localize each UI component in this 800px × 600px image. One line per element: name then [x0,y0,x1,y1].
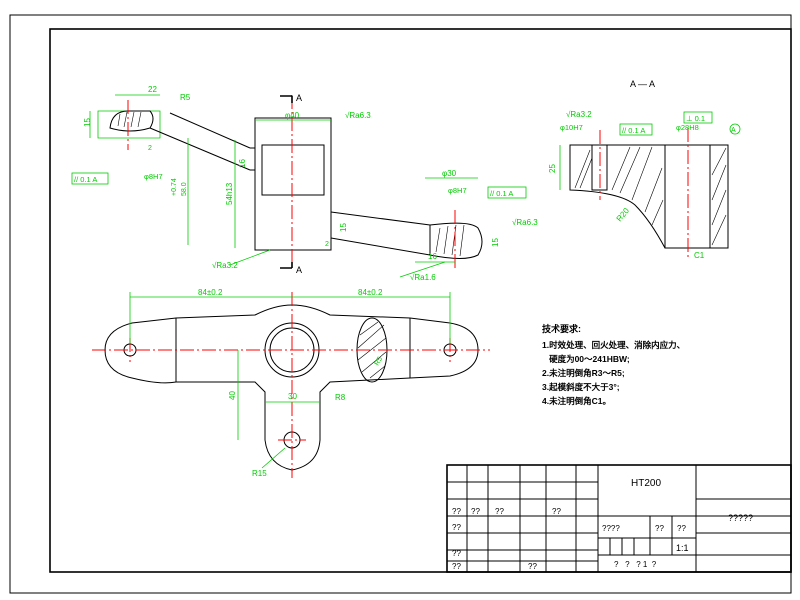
tb-cell: ?? [677,524,686,533]
cut-label-bottom: A [296,265,302,275]
section-bore-dim: φ10H7 [560,123,583,132]
dim-2-mid: 2 [325,241,329,248]
dim-22: 22 [148,85,157,94]
tb-cell: ? ? ? 1 ? [614,560,657,569]
note-2: 2.未注明倒角R3～R5; [542,368,625,378]
tb-cell: ?? [495,507,504,516]
section-label: A — A [630,79,655,89]
bore-right-dim: φ8H7 [448,186,467,195]
technical-notes: 技术要求: 1.时效处理、回火处理、消除内应力、 硬度为00～241HBW; 2… [542,323,685,406]
section-perp: ⊥ 0.1 [686,114,705,123]
note-1: 1.时效处理、回火处理、消除内应力、 [542,340,685,350]
roughness-bottom-right: √Ra1.6 [410,273,436,282]
tolerance-frame-left [71,172,109,185]
tolerance-left: // 0.1 A [74,175,97,184]
dim-2: 2 [148,145,152,152]
tolerance-right: // 0.1 A [490,189,513,198]
tb-cell: ???? [602,524,620,533]
dim-54h13: 54h13 [225,182,234,205]
left-boss-dim-box [97,110,161,139]
dim-tol-074: +0.74 [171,178,178,196]
roughness-top: √Ra6.3 [345,111,371,120]
note-3: 3.起模斜度不大于3°; [542,382,620,392]
note-4: 4.未注明倒角C1。 [542,396,611,406]
note-1b: 硬度为00～241HBW; [542,354,630,364]
section-roughness: √Ra3.2 [566,110,592,119]
dim-84-left: 84±0.2 [198,288,223,297]
dim-58: 58.0 [181,182,188,196]
tb-cell: ?? [471,507,480,516]
title-block: HT200 ????? 1:1 ?? ?? ?? ?? ?? ?? ?? ?? … [446,464,792,573]
scale: 1:1 [676,543,689,553]
dim-40: 40 [228,391,237,400]
section-tolerance-frame [619,123,653,136]
right-arm [330,211,431,256]
outer-frame [9,14,792,594]
tb-cell: ?? [552,507,561,516]
inner-frame [49,28,792,573]
dim-r8: R8 [335,393,346,402]
section-h25: 25 [548,164,557,173]
roughness-bottom: √Ra3.2 [212,261,238,270]
dim-15-mid: 15 [339,223,348,232]
top-view: 84±0.2 84±0.2 30 40 R8 R15 R5 [92,288,490,478]
cut-label-top: A [296,93,302,103]
dim-phi40: φ40 [285,111,300,120]
main-hub-bore [261,144,325,196]
section-r20: R20 [615,206,632,223]
dim-16: 16 [238,159,247,168]
left-boss-hatch [117,111,142,128]
material: HT200 [631,478,661,489]
tb-cell: ?? [452,523,461,532]
tb-cell: ?? [452,549,461,558]
tolerance-frame-right [487,186,527,199]
right-boss-outline [429,222,483,259]
section-tolerance: // 0.1 A [622,126,645,135]
dim-r5: R5 [180,93,191,102]
section-outline [569,144,729,249]
dim-phi30: φ30 [442,169,457,178]
dim-16-right: 16 [428,252,437,261]
dim-15: 15 [83,118,92,127]
dim-rib: R5 [374,356,385,367]
section-small-bore [591,144,608,191]
dim-r15: R15 [252,469,267,478]
dim-15-right: 15 [491,238,500,247]
tb-cell: ?? [655,524,664,533]
tb-cell: ?? [452,562,461,571]
section-dia-dim: φ28H8 [676,123,699,132]
section-view: A — A √Ra3.2 φ10H7 // 0.1 A φ28H8 ⊥ 0.1 … [548,79,741,260]
bore-left-dim: φ8H7 [144,172,163,181]
tb-cell: ?? [452,507,461,516]
rib-hatch [357,321,387,379]
main-hub-outline [254,117,332,251]
front-view: A A 22 R5 15 2 // 0.1 A φ8H7 +0.74 58.0 … [71,85,538,282]
section-datum: A [731,127,736,134]
right-boss-hatch [435,224,465,257]
dim-30: 30 [288,392,297,401]
dim-84-right: 84±0.2 [358,288,383,297]
tb-cell: ?? [528,562,537,571]
section-c1: C1 [694,251,705,260]
roughness-right: √Ra6.3 [512,218,538,227]
left-arm [149,112,251,171]
part-name: ????? [728,513,753,523]
top-view-outline [104,304,479,471]
section-perp-frame [683,111,713,124]
section-hatch [574,146,727,246]
notes-title: 技术要求: [542,323,581,334]
left-boss-outline [109,110,154,132]
